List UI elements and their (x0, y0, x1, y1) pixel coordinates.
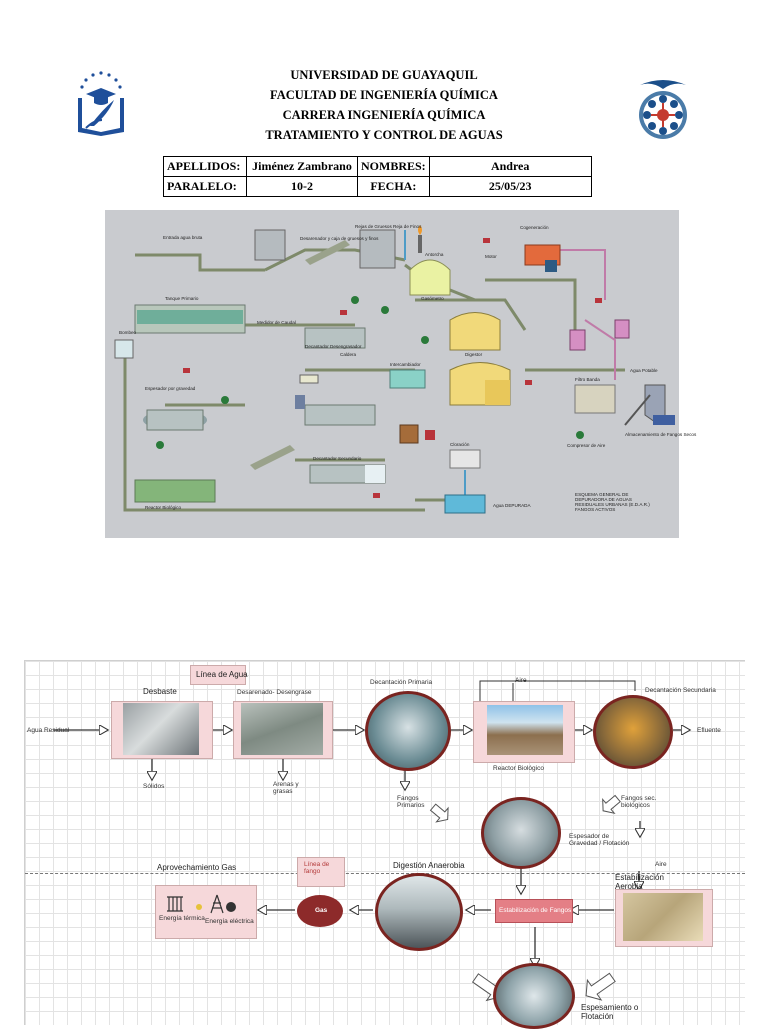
desbaste-photo (123, 703, 199, 755)
plant-label-bombeo: Bombeo (119, 330, 137, 335)
decant-secundaria-circle (593, 695, 673, 769)
estab-fangos-label: Estabilización de Fangos (499, 907, 572, 914)
espesador-label: Espesador de Gravedad / Flotación (569, 833, 630, 847)
plant-label-intercambiador: Intercambiador (390, 362, 421, 367)
plant-label-cogeneracion: Cogeneración (520, 225, 549, 230)
nombres-value: Andrea (428, 156, 592, 177)
fecha-value: 25/05/23 (428, 176, 592, 197)
paralelo-value: 10-2 (246, 176, 358, 197)
energy-icons (167, 894, 236, 914)
plant-label-entrada: Entrada agua bruta (163, 235, 203, 240)
fangos-primarios-label: Fangos Primarios (397, 795, 425, 809)
faculty-name: FACULTAD DE INGENIERÍA QUÍMICA (270, 88, 498, 102)
treatment-flow-diagram: Línea de Agua Agua Residual Desbaste Sól… (24, 660, 745, 1029)
career-name: CARRERA INGENIERÍA QUÍMICA (282, 108, 486, 122)
wastewater-plant-schematic: Entrada agua bruta Rejas de Gruesos Reja… (105, 210, 696, 538)
apellidos-value: Jiménez Zambrano (246, 156, 358, 177)
plant-label-secado: Filtro Banda (575, 377, 600, 382)
desbaste-label: Desbaste (143, 687, 177, 696)
fangos-secundarios-label: Fangos sec. biológicos (621, 795, 657, 809)
energia-termica-label: Energía térmica (159, 915, 205, 922)
solidos-label: Sólidos (143, 783, 165, 790)
plant-label-cloracion: Cloración (450, 442, 470, 447)
estab-aerobia-label: Estabilización Aerobia (615, 873, 664, 891)
gas-circle (297, 895, 343, 927)
espesador-circle (481, 797, 561, 869)
linea-agua-title: Línea de Agua (196, 670, 248, 679)
aire-label-bottom: Aire (655, 861, 667, 868)
university-name: UNIVERSIDAD DE GUAYAQUIL (290, 68, 478, 82)
energia-box (155, 885, 257, 939)
plant-label-tanque-prim: Tanque Primario (165, 296, 199, 301)
plant-label-soplantes: Compresor de Aire (567, 443, 606, 448)
plant-label-agua-reuso: Agua Potable (630, 368, 658, 373)
plant-label-decant-prim: Decantador Desengrasador (305, 344, 362, 349)
plant-label-calderas: Caldera (340, 352, 357, 357)
arenas-label: Arenas y grasas (273, 781, 299, 795)
section-divider (25, 873, 745, 874)
plant-label-digestor: Digestor (465, 352, 483, 357)
digestion-circle (375, 873, 463, 951)
aprovechamiento-label: Aprovechamiento Gas (157, 863, 237, 872)
energia-electrica-label: Energía eléctrica (205, 918, 254, 925)
student-info-table: APELLIDOS: Jiménez Zambrano NOMBRES: And… (163, 156, 592, 197)
subject-name: TRATAMIENTO Y CONTROL DE AGUAS (265, 128, 503, 142)
plant-label-gasometro: Gasómetro (421, 296, 444, 301)
desarenado-label: Desarenado- Desengrase (237, 689, 312, 696)
efluente-label: Efluente (697, 727, 721, 734)
university-logo (72, 70, 130, 138)
paralelo-label: PARALELO: (163, 176, 247, 197)
nombres-label: NOMBRES: (357, 156, 430, 177)
faculty-logo (634, 77, 692, 143)
decant-primaria-label: Decantación Primaria (370, 679, 433, 686)
plant-label-desarenador: Desarenador y caja de gruesos y finos (300, 236, 379, 241)
plant-label-motor: Motor (485, 254, 497, 259)
fecha-label: FECHA: (357, 176, 430, 197)
linea-agua-title-box (190, 665, 246, 685)
decant-secundaria-label: Decantación Secundaria (645, 687, 716, 694)
desarenado-photo (241, 703, 323, 755)
linea-fango-title: Línea de fango (304, 861, 330, 875)
plant-label-agua-depurada: Agua DEPURADA (493, 503, 531, 508)
plant-label-esquema: ESQUEMA GENERAL DE DEPURADORA DE AGUAS R… (575, 492, 650, 512)
plant-label-rejas: Rejas de Gruesos Reja de Finos (355, 224, 422, 229)
plant-label-almacen: Almacenamiento de Fangos Secos (625, 432, 697, 437)
espesamiento-label: Espesamiento o Flotación (581, 1003, 639, 1021)
espesamiento-circle (493, 963, 575, 1029)
reactor-biologico-label: Reactor Biológico (493, 765, 544, 772)
estab-aerobia-photo (623, 893, 703, 941)
plant-label-reactor: Reactor Biológico (145, 505, 182, 510)
digestion-label: Digestión Anaerobia (393, 861, 465, 870)
apellidos-label: APELLIDOS: (163, 156, 247, 177)
estab-fangos-box (495, 899, 573, 923)
plant-label-medidor: Medidor de Caudal (257, 320, 296, 325)
plant-label-antorcha: Antorcha (425, 252, 444, 257)
reactor-photo (487, 705, 563, 755)
gas-label: Gas (315, 907, 328, 914)
agua-residual-label: Agua Residual (27, 727, 70, 734)
linea-fango-title-box (297, 857, 345, 887)
plant-label-espesador: Espesador por gravedad (145, 386, 196, 391)
plant-label-decant-sec: Decantador Secundario (313, 456, 362, 461)
decant-primaria-circle (365, 691, 451, 771)
aire-label-top: Aire (515, 677, 527, 684)
